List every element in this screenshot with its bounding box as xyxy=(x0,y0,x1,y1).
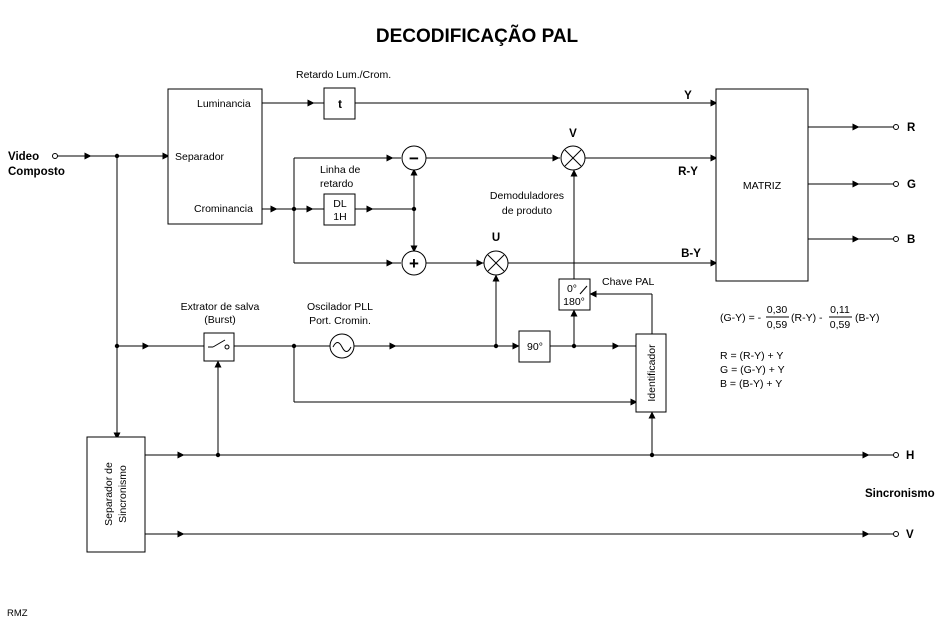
diagram-title: DECODIFICAÇÃO PAL xyxy=(376,25,579,47)
demodulators-label-1: Demoduladores xyxy=(490,190,564,202)
equation-g: G = (G-Y) + Y xyxy=(720,364,785,376)
burst-label-2: (Burst) xyxy=(204,314,236,326)
signal-y: Y xyxy=(684,90,692,102)
identifier-block xyxy=(635,333,667,413)
matrix-block xyxy=(715,88,809,282)
input-label-composto: Composto xyxy=(8,166,65,178)
pal-switch-label: Chave PAL xyxy=(602,276,654,288)
sync-label: Sincronismo xyxy=(865,488,935,500)
author-label: RMZ xyxy=(7,608,28,619)
separator-label: Separador xyxy=(175,151,225,163)
formula-lhs: (G-Y) = - xyxy=(720,312,762,324)
formula-num2: 0,11 xyxy=(830,304,850,316)
delay-line-label-1: Linha de xyxy=(320,164,360,176)
signal-by: B-Y xyxy=(681,248,701,260)
separator-luminancia: Luminancia xyxy=(197,98,251,110)
input-terminal xyxy=(52,153,58,159)
matrix-label: MATRIZ xyxy=(743,180,782,192)
formula-num1: 0,30 xyxy=(767,304,788,316)
output-h: H xyxy=(906,450,914,462)
formula-den1: 0,59 xyxy=(767,319,788,331)
demodulators-label-2: de produto xyxy=(502,205,552,217)
phase-90-label: 90° xyxy=(527,341,543,353)
delay-line-box-2: 1H xyxy=(333,211,346,223)
formula-den2: 0,59 xyxy=(830,319,851,331)
equation-b: B = (B-Y) + Y xyxy=(720,378,782,390)
sine-icon xyxy=(332,342,352,352)
delay-line-label-2: retardo xyxy=(320,178,353,190)
separator-crominancia: Crominancia xyxy=(194,203,253,215)
switch-label-180: 180° xyxy=(563,296,585,308)
separator-block xyxy=(167,88,263,225)
sync-separator-label-1: Separador de xyxy=(103,462,115,526)
delay-lum-symbol: t xyxy=(338,99,342,111)
output-r: R xyxy=(907,122,916,134)
subtractor-sign: − xyxy=(409,149,419,168)
signal-v-label: V xyxy=(569,128,577,140)
identifier-label: Identificador xyxy=(646,344,658,402)
oscillator-label-2: Port. Cromin. xyxy=(309,315,371,327)
output-b: B xyxy=(907,234,915,246)
oscillator-label-1: Oscilador PLL xyxy=(307,301,373,313)
formula-mid: (R-Y) - xyxy=(791,312,823,324)
delay-line-box-1: DL xyxy=(333,198,347,210)
signal-ry: R-Y xyxy=(678,166,698,178)
switch-label-0: 0° xyxy=(567,283,577,295)
output-g: G xyxy=(907,179,916,191)
delay-lum-label: Retardo Lum./Crom. xyxy=(296,69,391,81)
formula-end: (B-Y) xyxy=(855,312,880,324)
input-label-video: Video xyxy=(8,151,39,163)
equation-r: R = (R-Y) + Y xyxy=(720,350,783,362)
sync-separator-label-2: Sincronismo xyxy=(117,465,129,523)
phase-shifter-90 xyxy=(518,330,551,363)
signal-u-label: U xyxy=(492,232,500,244)
output-v: V xyxy=(906,529,914,541)
delay-line-block xyxy=(323,193,356,226)
adder-sign: + xyxy=(409,254,419,273)
burst-label-1: Extrator de salva xyxy=(181,301,260,313)
sync-separator-block xyxy=(86,436,146,553)
